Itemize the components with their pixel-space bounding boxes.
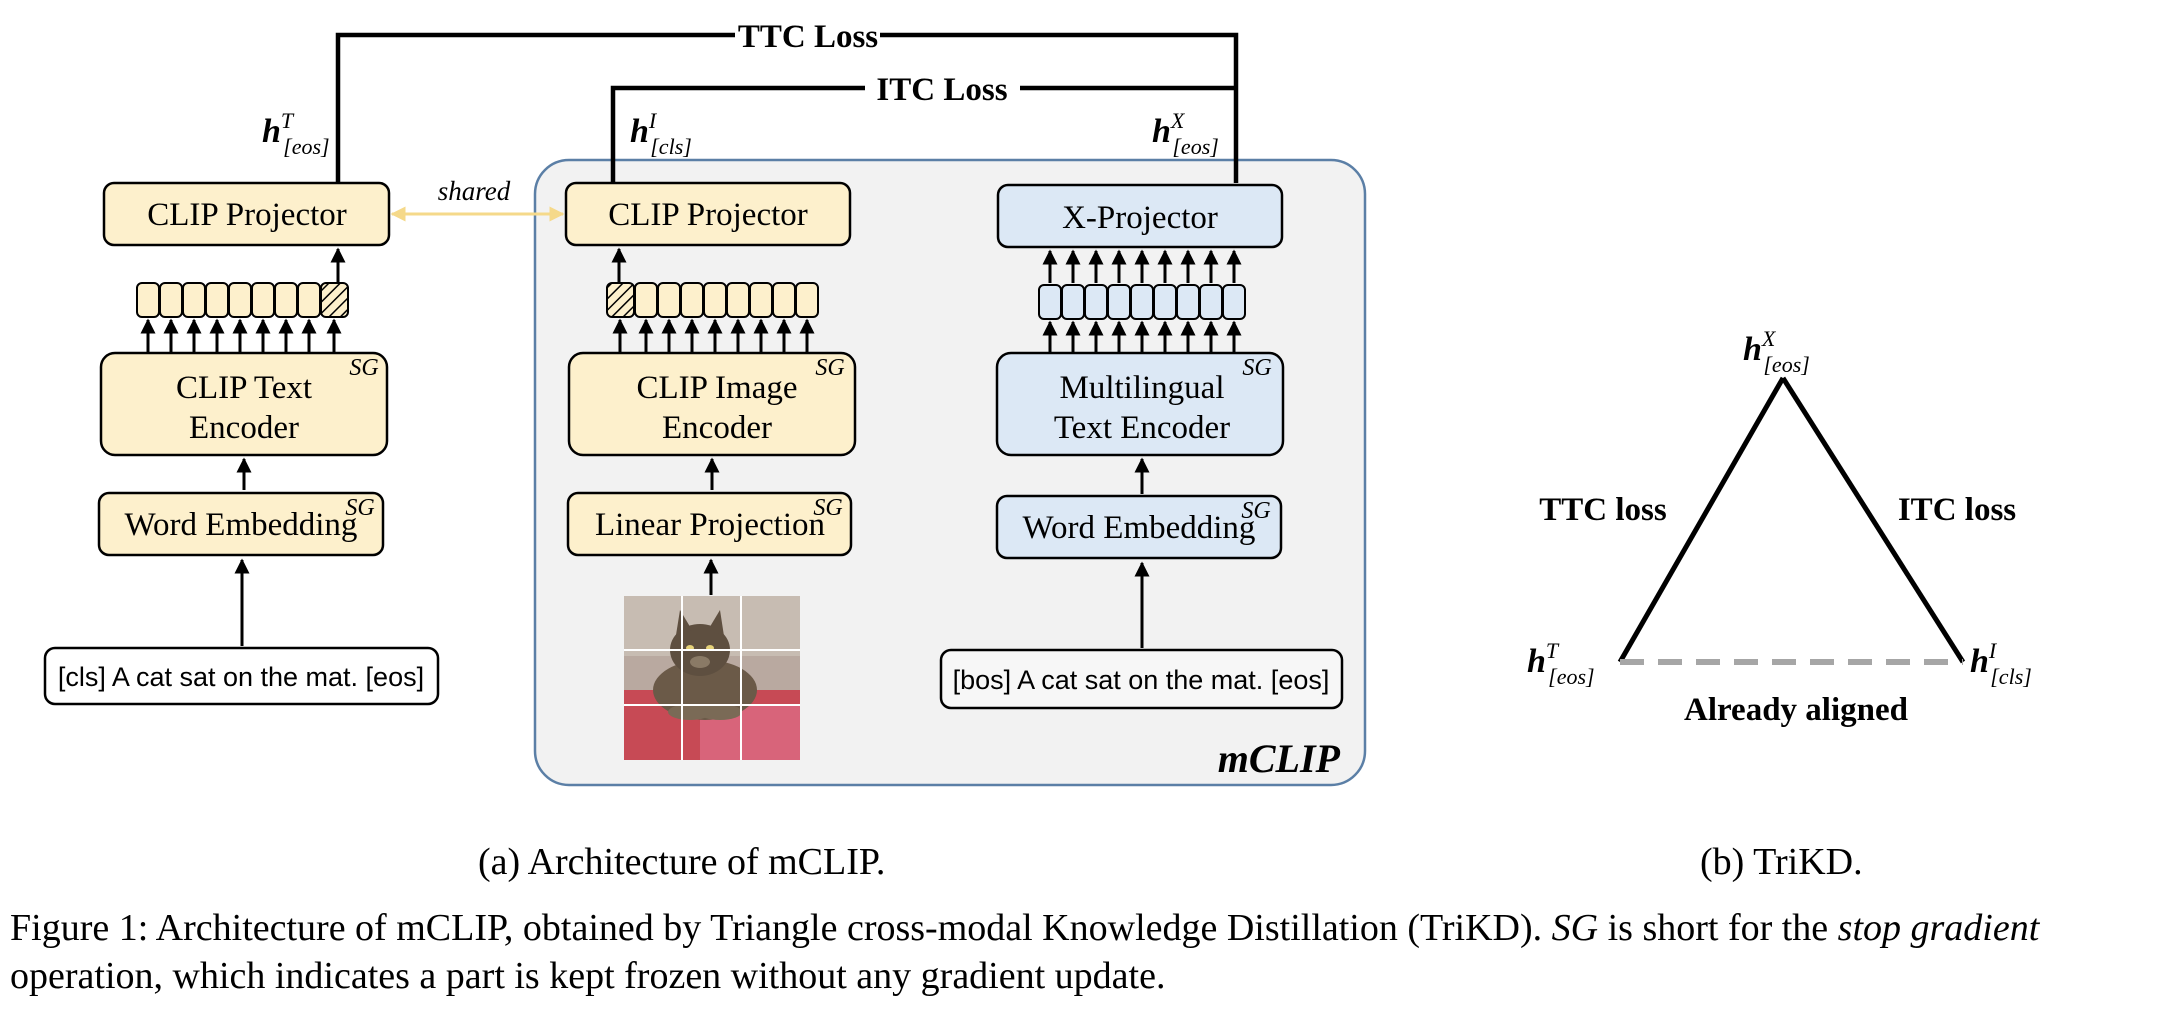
- feature-label-multi-eos: hX[eos]: [1152, 108, 1219, 159]
- triangle-right-edge: [1780, 376, 1966, 664]
- subcaption-a: (a) Architecture of mCLIP.: [478, 841, 886, 883]
- multilingual-encoder-line1: Multilingual: [1060, 370, 1225, 406]
- x-projector-box: [996, 183, 1284, 249]
- token-row-multilingual: [1038, 284, 1246, 320]
- cat-photo: [624, 596, 800, 760]
- linear-projection-label: Linear Projection: [595, 507, 825, 543]
- already-aligned-label: Already aligned: [1684, 692, 1908, 728]
- word-embedding-multi-box: [995, 494, 1283, 560]
- arrows-text-encoder-to-tokens: [140, 318, 342, 353]
- arrows-multi-encoder-to-tokens: [1042, 320, 1242, 353]
- word-embedding-text-label: Word Embedding: [125, 507, 358, 543]
- arrows-image-encoder-to-tokens: [612, 318, 815, 353]
- sg-tag: SG: [349, 355, 378, 381]
- figure-caption: Figure 1: Architecture of mCLIP, obtaine…: [10, 904, 2170, 1000]
- ttc-loss-line-right: [880, 32, 1239, 183]
- triangle-top-label: hX[eos]: [1743, 326, 1810, 377]
- linear-projection-box: [566, 491, 853, 557]
- multilingual-input-box: [939, 648, 1344, 710]
- clip-projector-text-label: CLIP Projector: [147, 197, 347, 233]
- word-embedding-text-box: [97, 491, 385, 557]
- ttc-loss-label: TTC Loss: [738, 19, 878, 55]
- clip-text-encoder-line1: CLIP Text: [176, 370, 312, 406]
- triangle-left-edge: [1617, 376, 1786, 664]
- multilingual-text-encoder-box: [995, 351, 1285, 457]
- clip-image-encoder-line1: CLIP Image: [637, 370, 798, 406]
- caption-part-1: Figure 1: Architecture of mCLIP, obtaine…: [10, 907, 1552, 949]
- itc-loss-line: [610, 85, 865, 183]
- token-row-text: [136, 282, 349, 318]
- subcaption-b: (b) TriKD.: [1700, 841, 1863, 883]
- x-projector-label: X-Projector: [1062, 200, 1218, 236]
- ttc-loss-edge-label: TTC loss: [1539, 492, 1667, 528]
- feature-label-text-eos: hT[eos]: [262, 108, 330, 159]
- token-row-image: [606, 282, 819, 318]
- clip-text-encoder-line2: Encoder: [189, 410, 299, 446]
- caption-part-3: operation, which indicates a part is kep…: [10, 955, 1166, 997]
- triangle-left-label: hT[eos]: [1527, 638, 1595, 689]
- multilingual-input-text: [bos] A cat sat on the mat. [eos]: [953, 665, 1330, 695]
- triangle-right-label: hI[cls]: [1970, 638, 2032, 689]
- mclip-label: mCLIP: [1218, 736, 1341, 781]
- caption-sg-term: SG: [1551, 907, 1599, 949]
- clip-projector-text-box: [102, 181, 391, 247]
- itc-loss-edge-label: ITC loss: [1898, 492, 2016, 528]
- caption-stop-gradient-term: stop gradient: [1837, 907, 2040, 949]
- clip-image-encoder-box: [567, 351, 857, 457]
- english-input-box: [43, 646, 440, 706]
- feature-label-image-cls: hI[cls]: [630, 108, 692, 159]
- clip-projector-image-box: [564, 181, 852, 247]
- english-input-text: [cls] A cat sat on the mat. [eos]: [58, 662, 424, 692]
- clip-text-encoder-box: [99, 351, 389, 457]
- ttc-loss-line: [335, 32, 735, 183]
- sg-tag: SG: [1241, 498, 1270, 524]
- word-embedding-multi-label: Word Embedding: [1023, 510, 1256, 546]
- arrows-tokens-to-x-projector: [1042, 249, 1242, 283]
- sg-tag: SG: [815, 355, 844, 381]
- sg-tag: SG: [813, 495, 842, 521]
- sg-tag: SG: [345, 495, 374, 521]
- shared-label: shared: [438, 176, 511, 206]
- caption-part-2: is short for the: [1598, 907, 1838, 949]
- itc-loss-label: ITC Loss: [876, 72, 1007, 108]
- clip-image-encoder-line2: Encoder: [662, 410, 772, 446]
- sg-tag: SG: [1242, 355, 1271, 381]
- multilingual-encoder-line2: Text Encoder: [1054, 410, 1230, 446]
- clip-projector-image-label: CLIP Projector: [608, 197, 808, 233]
